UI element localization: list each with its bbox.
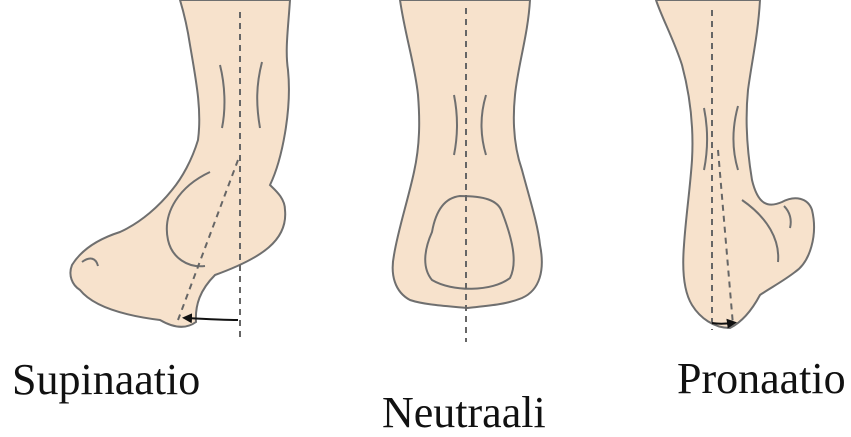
neutral-foot xyxy=(393,0,542,342)
neutral-foot-outline xyxy=(393,0,542,308)
pronation-caption: Pronaatio xyxy=(677,357,846,401)
pronation-foot-outline xyxy=(656,0,814,328)
supination-foot xyxy=(70,0,290,342)
pronation-foot xyxy=(656,0,814,330)
pronation-angle-arrow xyxy=(712,323,732,324)
neutral-caption: Neutraali xyxy=(382,391,546,435)
supination-caption: Supinaatio xyxy=(12,358,200,402)
supination-foot-outline xyxy=(70,0,290,327)
